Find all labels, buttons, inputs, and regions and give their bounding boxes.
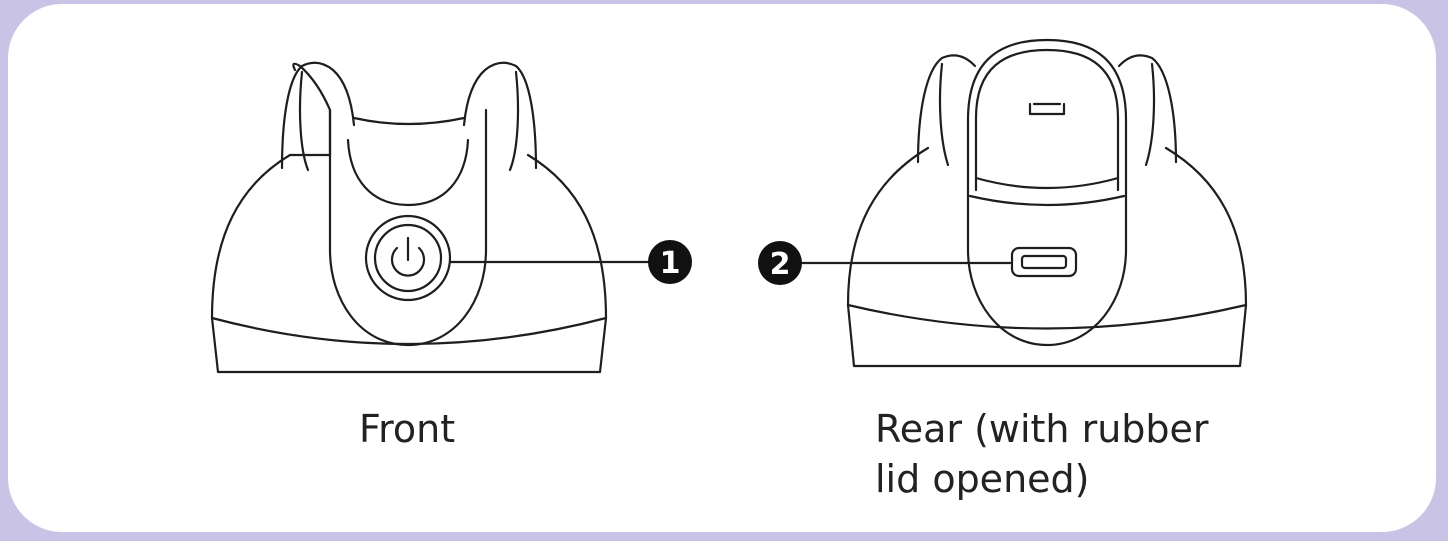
rear-lower-band — [846, 303, 1248, 330]
front-u-panel — [328, 108, 488, 347]
front-caption: Front — [359, 407, 456, 451]
rear-rubber-lid — [966, 38, 1128, 202]
rear-right-horn-inner — [1144, 62, 1156, 167]
rear-u-recess — [966, 198, 1128, 347]
front-base-outline — [210, 62, 608, 374]
rear-rubber-lid-inner — [974, 48, 1120, 192]
rear-caption-line-2: lid opened) — [875, 457, 1090, 501]
front-left-horn — [280, 61, 356, 170]
rear-left-horn — [916, 54, 977, 164]
callout-2-badge: 2 — [758, 241, 802, 285]
front-left-horn-inner — [298, 70, 310, 172]
diagram-panel — [8, 4, 1436, 532]
rear-caption-line-1: Rear (with rubber — [875, 407, 1209, 451]
rear-left-horn-inner — [938, 62, 950, 167]
front-lower-band — [210, 316, 608, 346]
rear-right-horn — [1117, 54, 1178, 164]
front-center-arch — [352, 116, 466, 126]
rear-lid-fold — [968, 176, 1126, 207]
usb-port-icon[interactable] — [1010, 246, 1078, 278]
rear-lid-slot — [1028, 102, 1066, 116]
rear-caption: Rear (with rubber lid opened) — [875, 404, 1209, 504]
power-button-icon[interactable] — [364, 214, 452, 302]
callout-1-number: 1 — [660, 246, 681, 281]
front-right-horn-inner — [508, 70, 520, 172]
callout-2-number: 2 — [770, 247, 791, 282]
front-inner-cup — [346, 138, 470, 207]
front-view-cradle: 1 — [210, 61, 692, 374]
front-right-horn — [462, 61, 538, 170]
callout-1-badge: 1 — [648, 240, 692, 284]
rear-view-cradle: 2 — [758, 38, 1248, 368]
